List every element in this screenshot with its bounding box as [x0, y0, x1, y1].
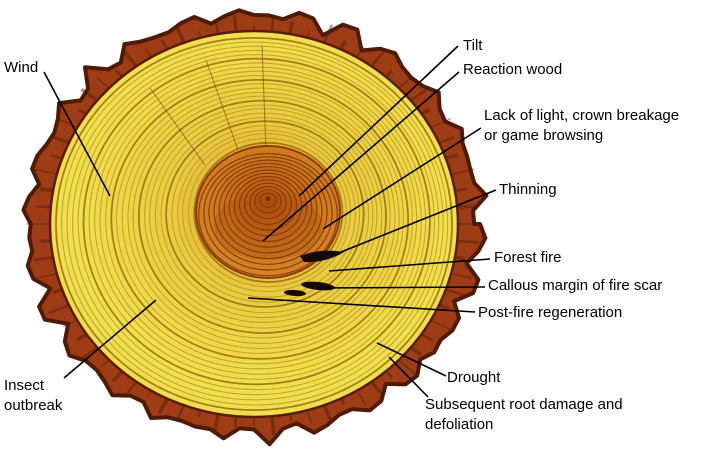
- label-lack-of-light: Lack of light, crown breakage or game br…: [484, 107, 680, 144]
- leader-tilt: [298, 45, 459, 197]
- leader-reaction-wood: [262, 71, 460, 242]
- label-forest-fire: Forest fire: [494, 249, 562, 266]
- label-root-damage: Subsequent root damage and defoliation: [425, 396, 623, 433]
- label-post-fire: Post-fire regeneration: [478, 304, 623, 321]
- label-wind: Wind: [4, 59, 39, 76]
- label-thinning: Thinning: [499, 181, 557, 198]
- leader-forest-fire: [328, 258, 491, 272]
- leader-wind: [43, 71, 111, 197]
- leader-root-damage: [388, 356, 429, 398]
- trunk-drawing: [21, 8, 489, 447]
- leader-post-fire: [247, 297, 476, 313]
- label-reaction-wood: Reaction wood: [463, 61, 563, 78]
- leader-callous-margin: [316, 286, 486, 289]
- label-drought: Drought: [447, 369, 501, 386]
- label-tilt: Tilt: [463, 37, 483, 54]
- label-callous-margin: Callous margin of fire scar: [488, 277, 663, 294]
- label-insect-outbreak: Insect outbreak: [4, 377, 63, 414]
- leader-drought: [376, 342, 447, 377]
- leader-insect-outbreak: [63, 299, 157, 379]
- leader-thinning: [340, 189, 497, 253]
- leader-lack-of-light: [322, 127, 482, 230]
